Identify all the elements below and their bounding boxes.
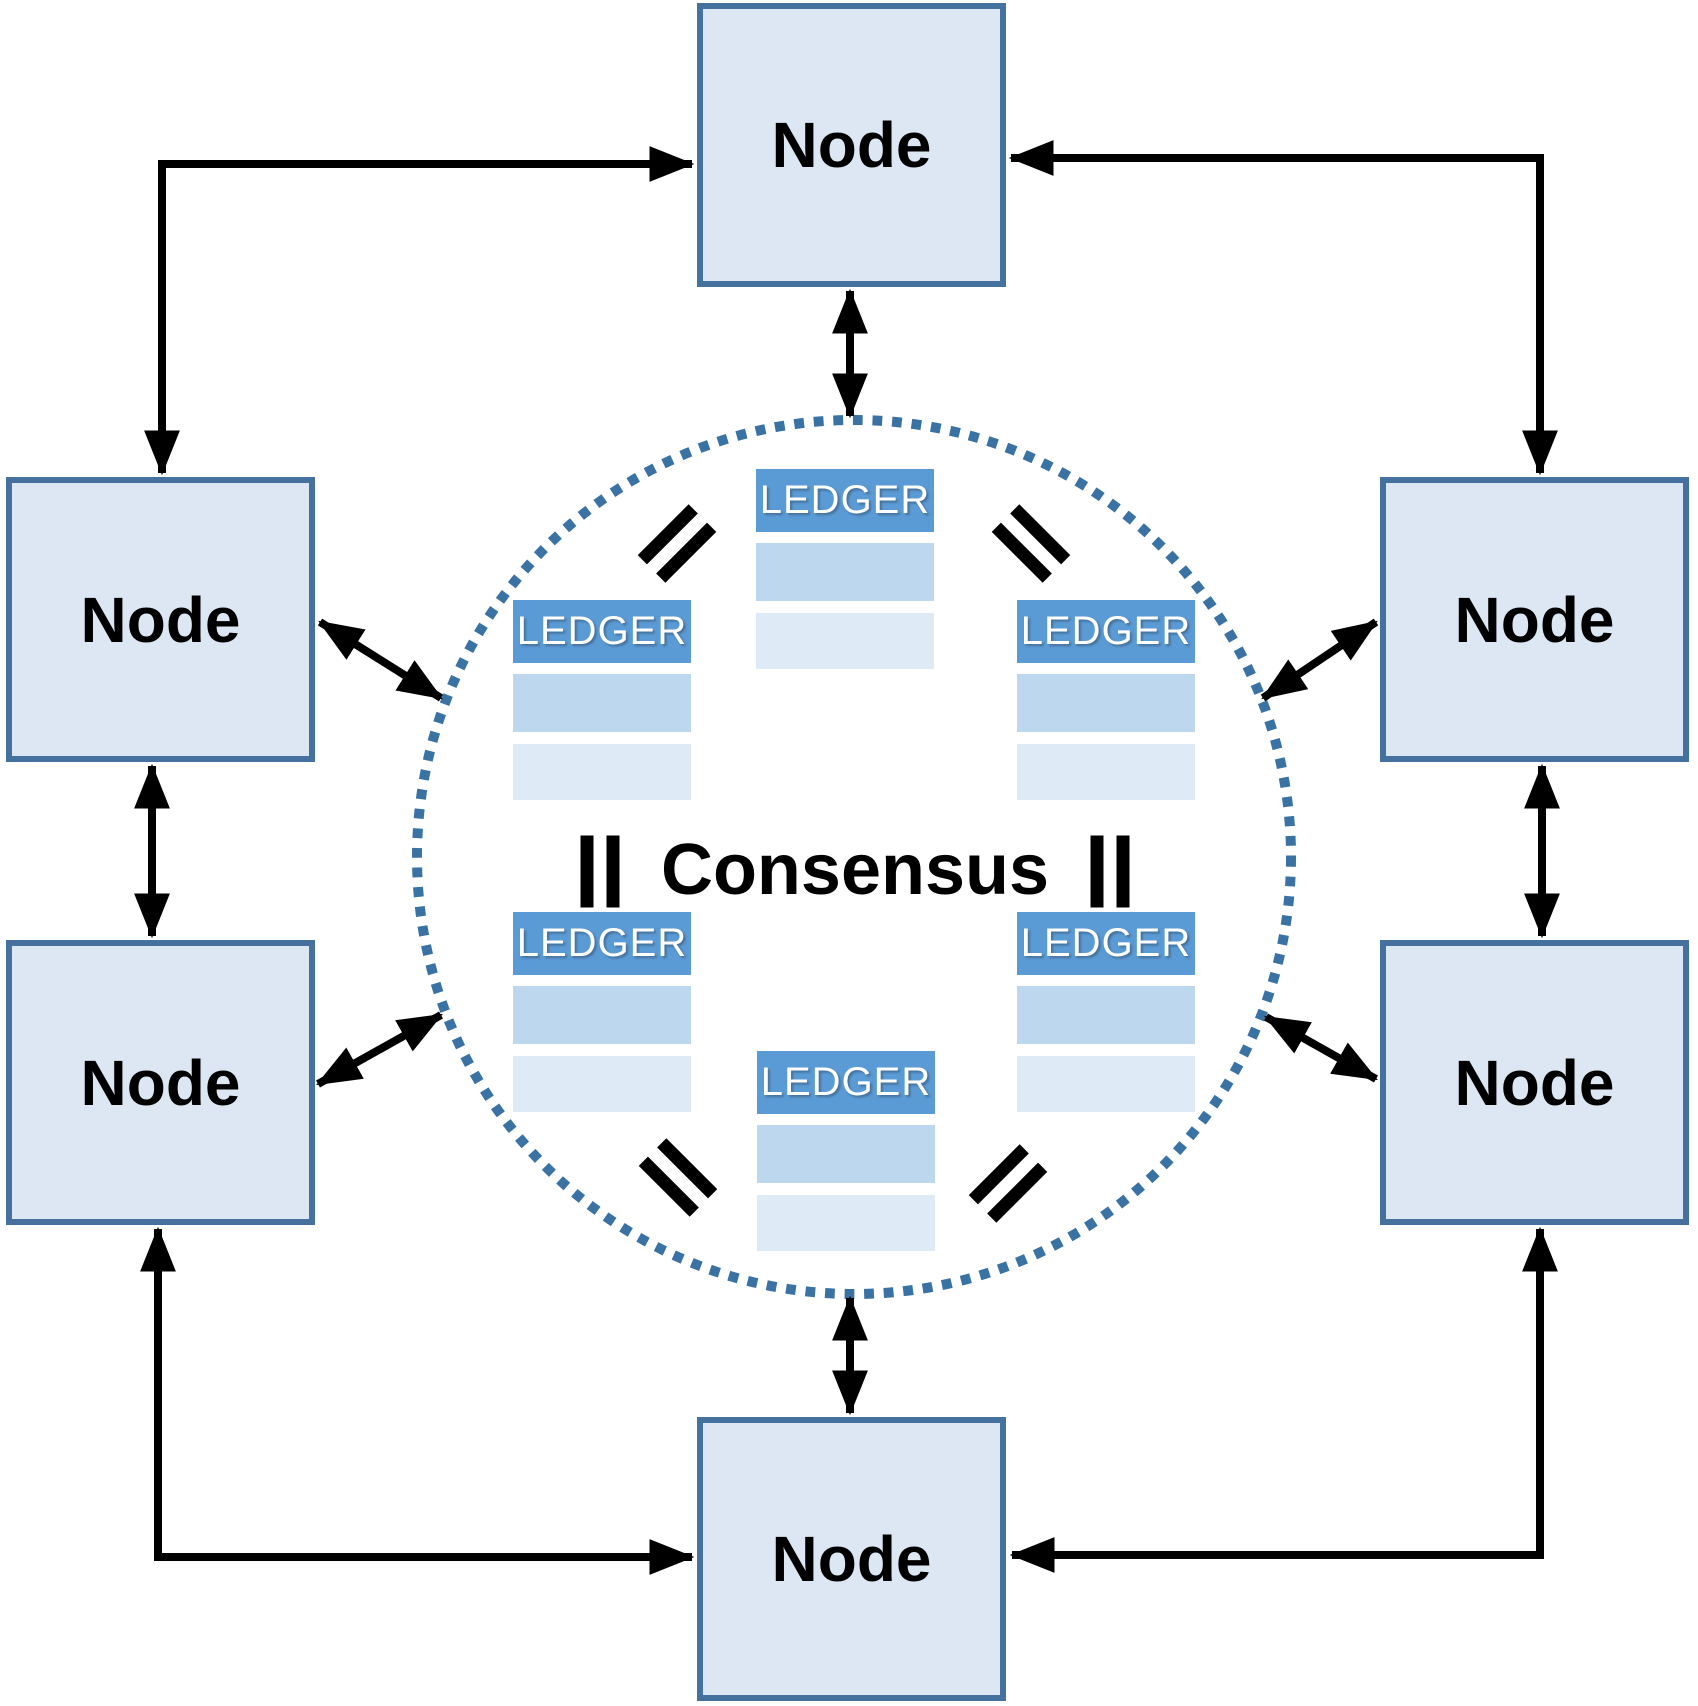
- equals-bar: [606, 835, 620, 908]
- equals-bar: [1116, 835, 1130, 908]
- equals-bar: [1090, 835, 1104, 908]
- ledger-header: LEDGER: [756, 469, 934, 532]
- ledger-table-top-center: LEDGER: [756, 469, 934, 669]
- node-label: Node: [1454, 583, 1615, 656]
- ledger-row: [1017, 986, 1195, 1044]
- ledger-row: [513, 1056, 691, 1112]
- node-label: Node: [771, 1523, 932, 1595]
- arrow-right-lower-node-circle: [1264, 1013, 1378, 1083]
- consensus-circle: [412, 415, 1296, 1299]
- ledger-row: [1017, 744, 1195, 800]
- node-box-top: Node: [697, 3, 1006, 287]
- ledger-row: [756, 613, 934, 669]
- arrow-left-upper-node-circle: [317, 618, 444, 702]
- ledger-header: LEDGER: [513, 912, 691, 975]
- node-box-right-lower: Node: [1380, 940, 1689, 1225]
- ledger-row: [513, 674, 691, 732]
- ledger-table-bottom-center: LEDGER: [757, 1051, 935, 1251]
- ledger-table-lower-right: LEDGER: [1017, 912, 1195, 1112]
- ledger-table-lower-left: LEDGER: [513, 912, 691, 1112]
- ledger-row: [757, 1195, 935, 1251]
- arrow-elbow-top-right: [1008, 140, 1558, 476]
- ledger-header: LEDGER: [1017, 912, 1195, 975]
- arrow-right-upper-node-circle: [1260, 618, 1379, 702]
- ledger-header: LEDGER: [757, 1051, 935, 1114]
- node-box-right-upper: Node: [1380, 477, 1689, 762]
- node-label: Node: [771, 109, 932, 181]
- node-box-bottom: Node: [697, 1417, 1006, 1701]
- equals-mark-right-of-consensus: [1090, 835, 1130, 908]
- equals-mark-left-of-consensus: [580, 835, 620, 908]
- node-label: Node: [80, 1046, 241, 1119]
- node-label: Node: [80, 583, 241, 656]
- arrow-elbow-top-left: [144, 146, 695, 476]
- equals-bar: [580, 835, 594, 908]
- node-label: Node: [1454, 1046, 1615, 1119]
- ledger-row: [1017, 1056, 1195, 1112]
- arrow-left-lower-node-circle: [316, 1011, 443, 1088]
- ledger-row: [1017, 674, 1195, 732]
- ledger-row: [513, 744, 691, 800]
- ledger-table-upper-right: LEDGER: [1017, 600, 1195, 800]
- arrow-elbow-bottom-right: [1009, 1226, 1558, 1573]
- node-box-left-upper: Node: [6, 477, 315, 762]
- ledger-row: [757, 1125, 935, 1183]
- ledger-header: LEDGER: [513, 600, 691, 663]
- ledger-table-upper-left: LEDGER: [513, 600, 691, 800]
- ledger-header: LEDGER: [1017, 600, 1195, 663]
- ledger-row: [756, 543, 934, 601]
- ledger-row: [513, 986, 691, 1044]
- consensus-label: Consensus: [660, 830, 1050, 910]
- arrow-elbow-bottom-left: [140, 1226, 695, 1575]
- node-box-left-lower: Node: [6, 940, 315, 1225]
